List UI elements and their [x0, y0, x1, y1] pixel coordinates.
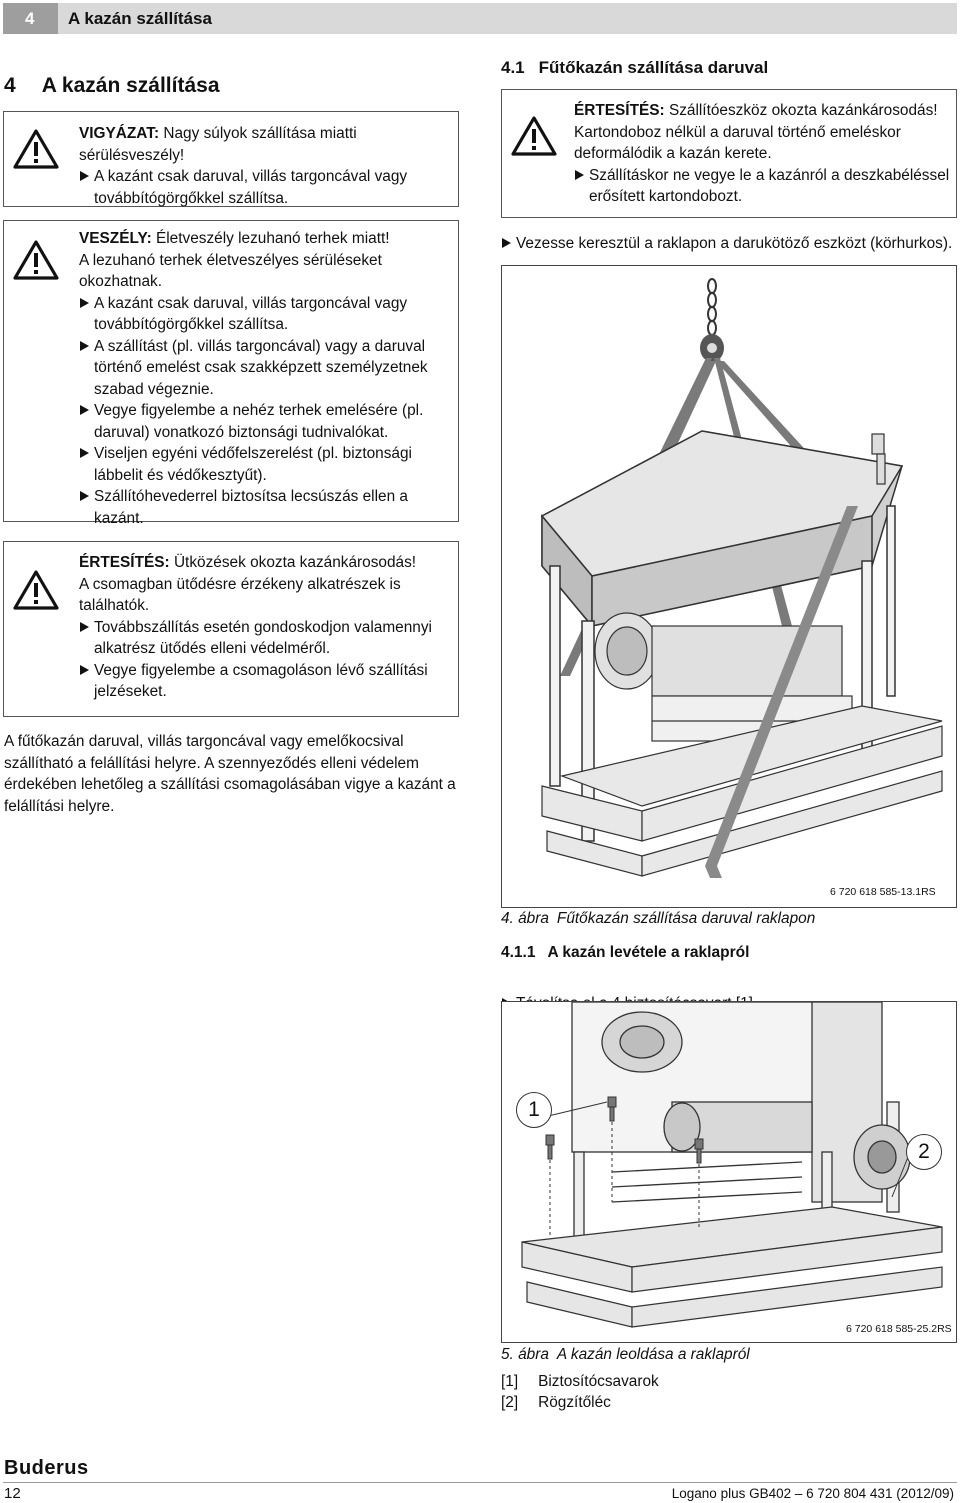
notice-box-41: ÉRTESÍTÉS: Szállítóeszköz okozta kazánká… — [501, 89, 957, 218]
callout-2: 2 — [906, 1134, 942, 1170]
warning-triangle-icon — [13, 240, 59, 280]
notice-41-description: Kartondoboz nélkül a daruval történő eme… — [574, 123, 901, 163]
header-chapter-number: 4 — [3, 3, 58, 34]
boiler-pallet-illustration — [521, 1001, 943, 1328]
figure-4-code: 6 720 618 585-13.1RS — [830, 886, 936, 898]
danger-bullet: Viseljen egyéni védőfelszerelést (pl. bi… — [79, 443, 454, 486]
caution-label: VIGYÁZAT: — [79, 125, 160, 142]
notice-text: Ütközések okozta kazánkárosodás! — [173, 554, 417, 571]
legend-item: [1]Biztosítócsavarok — [501, 1373, 659, 1390]
notice-bullet: Vegye figyelembe a csomagoláson lévő szá… — [79, 660, 454, 703]
document-reference: Logano plus GB402 – 6 720 804 431 (2012/… — [671, 1486, 954, 1501]
danger-bullet: A kazánt csak daruval, villás targoncáva… — [79, 293, 454, 336]
warning-triangle-icon — [13, 129, 59, 169]
footer-divider — [3, 1482, 957, 1483]
warning-triangle-icon — [13, 570, 59, 610]
brand-logo: Buderus — [4, 1457, 89, 1479]
figure-5-pallet-removal: 1 2 — [501, 1001, 957, 1343]
warning-triangle-icon — [511, 116, 557, 156]
danger-label: VESZÉLY: — [79, 230, 152, 247]
notice-description: A csomagban ütődésre érzékeny alkatrésze… — [79, 575, 401, 615]
danger-bullet: Vegye figyelembe a nehéz terhek emelésér… — [79, 400, 454, 443]
legend-item: [2]Rögzítőléc — [501, 1394, 611, 1411]
notice-41-text: Szállítóeszköz okozta kazánkárosodás! — [668, 102, 938, 119]
callout-1: 1 — [516, 1092, 552, 1128]
boiler-crane-illustration — [540, 278, 943, 878]
danger-box: VESZÉLY: Életveszély lezuhanó terhek mia… — [3, 220, 459, 527]
danger-bullet: A szállítást (pl. villás targoncával) va… — [79, 336, 454, 401]
caution-box: VIGYÁZAT: Nagy súlyok szállítása miatti … — [3, 111, 459, 207]
body-paragraph: A fűtőkazán daruval, villás targoncával … — [4, 733, 456, 815]
danger-description: A lezuhanó terhek életveszélyes sérülése… — [79, 251, 382, 291]
caution-bullet: A kazánt csak daruval, villás targoncáva… — [79, 166, 454, 209]
notice-41-bullet: Szállításkor ne vegye le a kazánról a de… — [574, 165, 952, 208]
notice-41-label: ÉRTESÍTÉS: — [574, 102, 665, 119]
header-bar — [3, 3, 957, 34]
header-chapter-title: A kazán szállítása — [68, 8, 212, 28]
figure-5-code: 6 720 618 585-25.2RS — [846, 1323, 952, 1335]
figure-4-crane-lifting — [501, 265, 957, 908]
notice-bullet: Továbbszállítás esetén gondoskodjon vala… — [79, 617, 454, 660]
danger-bullet: Szállítóhevederrel biztosítsa lecsúszás … — [79, 486, 454, 529]
danger-text: Életveszély lezuhanó terhek miatt! — [155, 230, 390, 247]
instruction-41: Vezesse keresztül a raklapon a darukötöz… — [501, 233, 960, 255]
caution-text: Nagy súlyok szállítása miatti sérülésves… — [79, 125, 357, 164]
notice-label: ÉRTESÍTÉS: — [79, 554, 170, 571]
notice-box: ÉRTESÍTÉS: Ütközések okozta kazánkárosod… — [3, 541, 459, 717]
page-number: 12 — [4, 1485, 21, 1502]
